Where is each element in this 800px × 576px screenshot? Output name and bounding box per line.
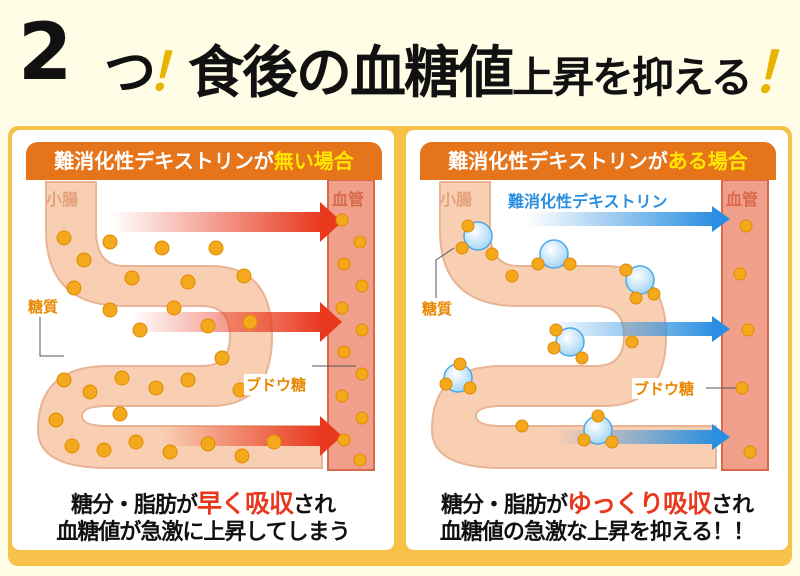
absorption-arrow-1 xyxy=(112,202,342,242)
label-sugar: 糖質 xyxy=(420,298,455,319)
caption-line-1: 糖分・脂肪が早く吸収され xyxy=(12,484,394,520)
label-small-intestine: 小腸 xyxy=(46,190,79,209)
panel-title-without-a: 難消化性デキストリンが xyxy=(54,149,274,173)
panel-title-with: 難消化性デキストリンがある場合 xyxy=(420,142,776,180)
sugar-leader-line xyxy=(39,316,64,357)
caption-1c: され xyxy=(293,493,336,518)
label-glucose: ブドウ糖 xyxy=(632,378,697,399)
caption-line-2: 血糖値が急激に上昇してしまう xyxy=(56,520,350,545)
intestine-diagram-left xyxy=(36,179,375,471)
headline-number: 2 xyxy=(18,8,72,98)
sugar-particles xyxy=(439,219,661,449)
sugar-particles xyxy=(48,230,282,464)
caption-line-2: 血糖値の急激な上昇を抑える！！ xyxy=(439,520,755,545)
caption-1a: 糖分・脂肪が xyxy=(440,493,568,518)
caption-1c: され xyxy=(711,493,754,518)
intestine-diagram-right xyxy=(430,179,769,471)
caption-line-1: 糖分・脂肪がゆっくり吸収され xyxy=(406,484,788,520)
caption-1a: 糖分・脂肪が xyxy=(70,493,198,518)
absorption-arrow-1 xyxy=(526,206,730,232)
absorption-arrow-2 xyxy=(132,302,342,342)
panel-title-without-b: 無い場合 xyxy=(273,149,354,173)
panel-without-dextrin: 難消化性デキストリンが無い場合 小腸 血管 糖質 ブドウ糖 糖分・脂肪が早く吸収… xyxy=(12,130,394,550)
caption-1b: ゆっくり吸収 xyxy=(566,489,712,518)
sugar-leader-line xyxy=(435,247,455,310)
glucose-in-vessel xyxy=(335,213,369,467)
headline: 2 つ ！ 食後の血糖値上昇を抑える！ xyxy=(0,0,800,118)
headline-title-exclaim: ！ xyxy=(750,41,800,106)
headline-title-a: 食後の血糖値 xyxy=(188,41,514,106)
headline-title: 食後の血糖値上昇を抑える！ xyxy=(188,28,800,109)
panel-title-with-a: 難消化性デキストリンが xyxy=(448,149,668,173)
panel-title-without: 難消化性デキストリンが無い場合 xyxy=(26,142,382,180)
absorption-arrow-2 xyxy=(546,316,730,342)
label-sugar: 糖質 xyxy=(26,296,61,317)
label-glucose: ブドウ糖 xyxy=(244,374,309,395)
label-blood-vessel: 血管 xyxy=(726,190,759,209)
headline-exclaim: ！ xyxy=(146,43,199,103)
panel-title-with-b: ある場合 xyxy=(667,149,748,173)
label-small-intestine: 小腸 xyxy=(440,190,473,209)
headline-title-b: 上昇を抑える xyxy=(512,53,753,102)
glucose-in-vessel xyxy=(733,219,757,459)
headline-counter: つ xyxy=(104,43,157,103)
label-blood-vessel: 血管 xyxy=(332,190,365,209)
caption-1b: 早く吸収 xyxy=(196,489,294,518)
panel-with-dextrin: 難消化性デキストリンがある場合 小腸 血管 難消化性デキストリン 糖質 ブドウ糖… xyxy=(406,130,788,550)
label-dextrin: 難消化性デキストリン xyxy=(508,192,668,211)
